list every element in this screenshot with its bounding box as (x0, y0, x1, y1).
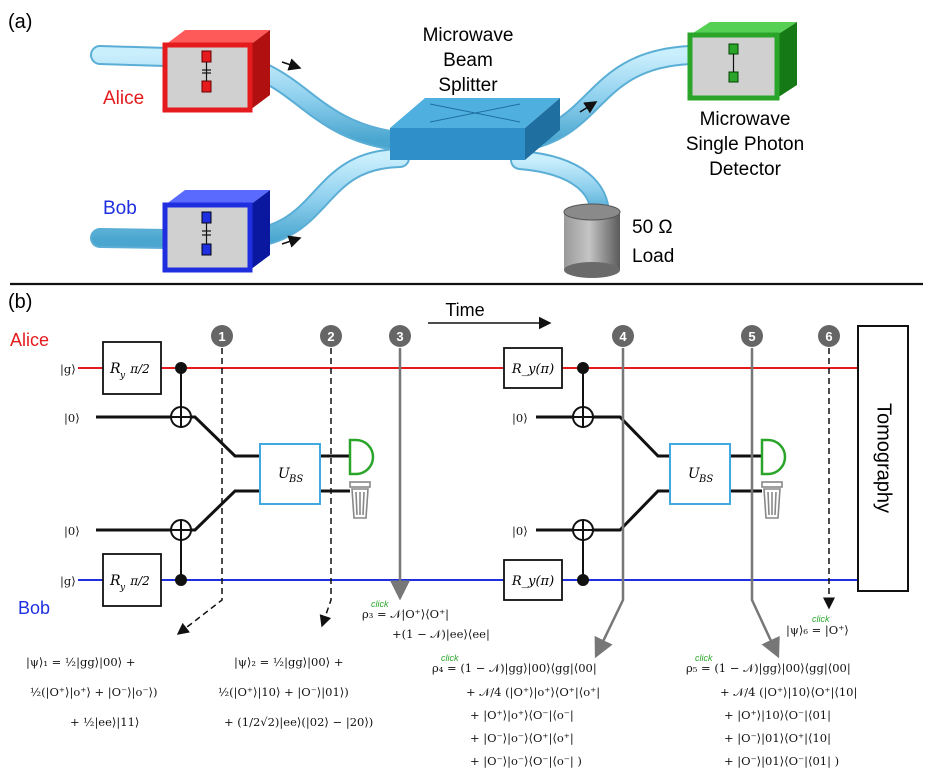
bob-qubit-box (162, 190, 270, 273)
splitter-label-3: Splitter (438, 75, 498, 96)
detector-label-3: Detector (709, 159, 781, 180)
svg-text:+ 𝒩/4 (|O⁺⟩|10⟩⟨O⁺|⟨10|: + 𝒩/4 (|O⁺⟩|10⟩⟨O⁺|⟨10| (720, 685, 857, 700)
ubs-gate-1: U BS (259, 443, 321, 505)
splitter-label-2: Beam (443, 50, 493, 71)
svg-text:+ |O⁻⟩|o⁻⟩⟨O⁻|⟨o⁻| ): + |O⁻⟩|o⁻⟩⟨O⁻|⟨o⁻| ) (470, 754, 582, 769)
bob-ket-g: |g⟩ (60, 574, 76, 589)
svg-text:BS: BS (698, 474, 713, 485)
svg-text:click: click (812, 614, 830, 624)
bob-label: Bob (103, 198, 137, 219)
mode-ket-0-bot-1: |0⟩ (64, 524, 80, 539)
detector-label-2: Single Photon (686, 134, 804, 155)
step-marker-1: 1 (211, 325, 233, 347)
psi6-equation: |ψ⟩₆ = |O⁺⟩ click (786, 614, 849, 638)
svg-text:R: R (109, 573, 121, 589)
psi1-equation: |ψ⟩₁ = ½|gg⟩|00⟩ + ½(|O⁺⟩|o⁺⟩ + |O⁻⟩|o⁻⟩… (26, 655, 158, 730)
mode-ket-0-top-2: |0⟩ (512, 411, 528, 426)
svg-text:ρ₅ = (1 − 𝒩)|gg⟩|00⟩⟨gg|⟨00|: ρ₅ = (1 − 𝒩)|gg⟩|00⟩⟨gg|⟨00| (686, 661, 851, 676)
svg-text:|ψ⟩₆ = |O⁺⟩: |ψ⟩₆ = |O⁺⟩ (786, 623, 849, 638)
svg-text:click: click (371, 599, 389, 609)
alice-qubit-box (162, 30, 270, 113)
splitter-label-1: Microwave (423, 25, 514, 46)
svg-text:R_y(π): R_y(π) (511, 362, 554, 377)
svg-text:R: R (109, 361, 121, 377)
svg-text:3: 3 (396, 329, 403, 344)
detector-label-1: Microwave (700, 109, 791, 130)
load-label-2: Load (632, 246, 674, 267)
svg-text:|ψ⟩₁ = ½|gg⟩|00⟩ +: |ψ⟩₁ = ½|gg⟩|00⟩ + (26, 655, 135, 670)
svg-text:+ |O⁻⟩|o⁻⟩⟨O⁺|⟨o⁺|: + |O⁻⟩|o⁻⟩⟨O⁺|⟨o⁺| (470, 731, 574, 746)
svg-text:y: y (119, 371, 126, 381)
tomography-box (857, 325, 909, 592)
mode-ket-0-bot-2: |0⟩ (512, 524, 528, 539)
step-marker-6: 6 (818, 325, 840, 347)
svg-text:+ |O⁻⟩|01⟩⟨O⁻|⟨01| ): + |O⁻⟩|01⟩⟨O⁻|⟨01| ) (724, 754, 839, 769)
mode-ket-0-top-1: |0⟩ (64, 411, 80, 426)
circuit-alice-label: Alice (10, 330, 49, 350)
mode-wires-stage1 (96, 415, 350, 532)
svg-text:2: 2 (327, 329, 334, 344)
step-marker-3: 3 (389, 325, 411, 347)
svg-text:click: click (441, 653, 459, 663)
svg-text:R_y(π): R_y(π) (511, 574, 554, 589)
svg-text:|ψ⟩₂ = ½|gg⟩|00⟩ +: |ψ⟩₂ = ½|gg⟩|00⟩ + (234, 655, 343, 670)
svg-text:BS: BS (288, 474, 303, 485)
psi2-equation: |ψ⟩₂ = ½|gg⟩|00⟩ + ½(|O⁺⟩|10⟩ + |O⁻⟩|01⟩… (218, 655, 373, 730)
svg-text:5: 5 (748, 329, 755, 344)
ry-pi-gate-alice: R_y(π) (503, 347, 563, 389)
svg-text:1: 1 (218, 329, 225, 344)
step-marker-5: 5 (741, 325, 763, 347)
trash-icon-2 (761, 481, 783, 519)
alice-ket-g: |g⟩ (60, 362, 76, 377)
svg-text:+ 𝒩/4 (|O⁺⟩|o⁺⟩⟨O⁺|⟨o⁺|: + 𝒩/4 (|O⁺⟩|o⁺⟩⟨O⁺|⟨o⁺| (466, 685, 600, 700)
svg-text:+ |O⁻⟩|01⟩⟨O⁺|⟨10|: + |O⁻⟩|01⟩⟨O⁺|⟨10| (724, 731, 831, 746)
svg-text:U: U (688, 466, 701, 482)
circuit-bob-label: Bob (18, 598, 50, 618)
load-cylinder (563, 203, 621, 278)
svg-text:U: U (278, 466, 291, 482)
detector-icon-2 (760, 438, 787, 476)
alice-label: Alice (103, 88, 144, 109)
trash-icon-1 (349, 481, 371, 519)
svg-text:+ |O⁺⟩|o⁺⟩⟨O⁻|⟨o⁻|: + |O⁺⟩|o⁺⟩⟨O⁻|⟨o⁻| (470, 708, 574, 723)
panel-b: (b) Alice Bob Time |g⟩ |g⟩ |0⟩ |0⟩ |0⟩ |… (8, 291, 909, 769)
detector-icon-1 (348, 438, 375, 476)
step-marker-4: 4 (612, 325, 634, 347)
panel-a-tag: (a) (8, 11, 32, 33)
svg-text:½(|O⁺⟩|o⁺⟩ + |O⁻⟩|o⁻⟩): ½(|O⁺⟩|o⁺⟩ + |O⁻⟩|o⁻⟩) (30, 685, 158, 700)
flow-arrows (281, 58, 598, 248)
load-label-1: 50 Ω (632, 217, 673, 238)
svg-text:+ |O⁺⟩|10⟩⟨O⁻|⟨01|: + |O⁺⟩|10⟩⟨O⁻|⟨01| (724, 708, 831, 723)
svg-text:click: click (695, 653, 713, 663)
time-label: Time (445, 300, 484, 320)
rho5-equation: ρ₅ = (1 − 𝒩)|gg⟩|00⟩⟨gg|⟨00| click + 𝒩/4… (686, 653, 857, 769)
svg-text:ρ₄ = (1 − 𝒩)|gg⟩|00⟩⟨gg|⟨00|: ρ₄ = (1 − 𝒩)|gg⟩|00⟩⟨gg|⟨00| (432, 661, 597, 676)
detector-box (687, 22, 797, 101)
ry-half-gate-bob: R y π/2 (102, 553, 162, 607)
svg-text:6: 6 (825, 329, 832, 344)
step-marker-2: 2 (320, 325, 342, 347)
rho3-equation: ρ₃ = 𝒩|O⁺⟩⟨O⁺| click +(1 − 𝒩)|ee⟩⟨ee| (362, 599, 490, 642)
svg-text:+ ½|ee⟩|11⟩: + ½|ee⟩|11⟩ (70, 715, 139, 730)
ubs-gate-2: U BS (669, 443, 731, 505)
svg-text:4: 4 (619, 329, 627, 344)
svg-text:y: y (119, 583, 126, 593)
beam-splitter (390, 98, 560, 160)
rho4-equation: ρ₄ = (1 − 𝒩)|gg⟩|00⟩⟨gg|⟨00| click + 𝒩/4… (432, 653, 600, 769)
cnot-stage2 (572, 362, 594, 586)
cnot-stage1 (170, 362, 192, 586)
svg-text:ρ₃ = 𝒩|O⁺⟩⟨O⁺|: ρ₃ = 𝒩|O⁺⟩⟨O⁺| (362, 607, 449, 622)
ry-pi-gate-bob: R_y(π) (503, 559, 563, 601)
panel-a: (a) Alice (8, 11, 804, 278)
svg-text:+ (1/2√2)|ee⟩(|02⟩ − |20⟩): + (1/2√2)|ee⟩(|02⟩ − |20⟩) (224, 715, 373, 730)
svg-text:π/2: π/2 (129, 362, 150, 376)
svg-text:½(|O⁺⟩|10⟩ + |O⁻⟩|01⟩): ½(|O⁺⟩|10⟩ + |O⁻⟩|01⟩) (218, 685, 349, 700)
step-lines (176, 348, 835, 659)
panel-b-tag: (b) (8, 291, 32, 313)
tomography-label: Tomography (873, 403, 895, 513)
svg-text:+(1 − 𝒩)|ee⟩⟨ee|: +(1 − 𝒩)|ee⟩⟨ee| (392, 627, 490, 642)
ry-half-gate-alice: R y π/2 (102, 341, 162, 395)
svg-text:π/2: π/2 (129, 574, 150, 588)
